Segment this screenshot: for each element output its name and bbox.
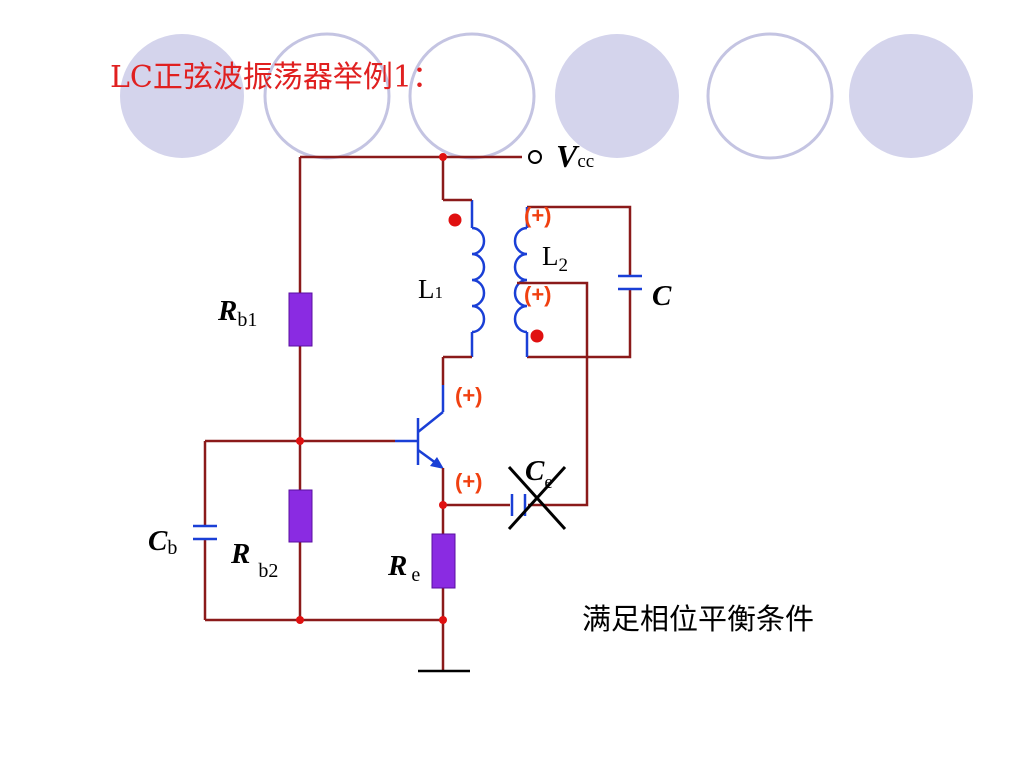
cb-label: Cb <box>148 525 178 559</box>
l1-label: L1 <box>418 274 443 304</box>
resistor-re <box>431 533 456 589</box>
decor-circle-filled-1 <box>120 34 244 158</box>
vcc-terminal <box>528 150 542 164</box>
rb1-label: Rb1 <box>218 295 258 331</box>
resistor-rb2 <box>288 489 313 543</box>
phase-mark-emitter: (+) <box>455 469 483 494</box>
capacitor-c <box>618 274 642 291</box>
phase-balance-caption: 满足相位平衡条件 <box>582 602 815 636</box>
capacitor-cb <box>193 524 217 541</box>
circuit-wires <box>203 155 632 670</box>
vcc-label: Vcc <box>556 138 595 174</box>
l2-label: L2 <box>542 241 568 276</box>
feedback-wire <box>528 281 589 507</box>
tank-bottom-wire <box>527 290 632 359</box>
phase-mark-l2-top: (+) <box>524 203 552 228</box>
ce-label: Ce <box>525 455 553 493</box>
inductor-l1 <box>443 198 486 359</box>
l2-dot-marker <box>530 329 544 343</box>
ce-removed-cross <box>507 465 567 531</box>
slide-title: LC正弦波振荡器举例1： <box>110 60 442 95</box>
phase-mark-collector: (+) <box>455 383 483 408</box>
resistor-rb1 <box>288 292 313 347</box>
inductor-l2 <box>513 207 548 357</box>
transistor-npn <box>395 385 445 468</box>
l1-dot-marker <box>448 213 462 227</box>
tank-top-wire <box>527 205 632 275</box>
phase-mark-l2-tap: (+) <box>524 282 552 307</box>
transistor-emitter-arrow <box>430 457 444 469</box>
junction-nodes <box>296 153 447 624</box>
decor-circle-filled-3 <box>849 34 973 158</box>
decor-circle-filled-2 <box>555 34 679 158</box>
c-label: C <box>652 280 672 312</box>
decor-circle-outline-3 <box>706 32 834 160</box>
rb2-label: Rb2 <box>231 538 279 582</box>
